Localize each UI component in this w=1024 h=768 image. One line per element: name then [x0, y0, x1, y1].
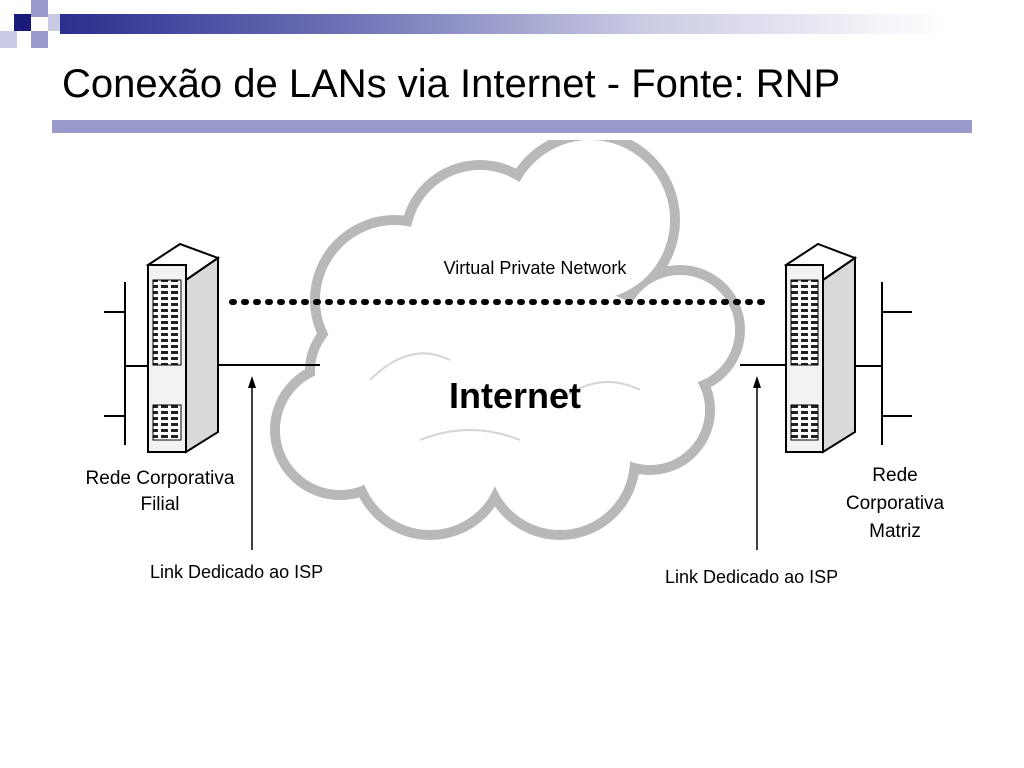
- vpn-label: Virtual Private Network: [443, 258, 627, 278]
- right-link-arrow: [753, 376, 761, 550]
- right-lan-bus: [855, 282, 912, 445]
- slide-title: Conexão de LANs via Internet - Fonte: RN…: [62, 62, 841, 106]
- right-site-label-line1: Rede: [872, 465, 918, 486]
- network-diagram: [104, 140, 912, 550]
- left-site-label-line1: Rede Corporativa: [85, 468, 235, 489]
- left-link-arrow: [248, 376, 256, 550]
- internet-cloud: [270, 140, 745, 540]
- left-site-label-line2: Filial: [140, 494, 180, 515]
- right-site-label: Rede Corporativa Matriz: [830, 462, 960, 546]
- left-server-icon: [145, 242, 221, 454]
- left-link-label: Link Dedicado ao ISP: [150, 562, 324, 582]
- title-underline: [52, 120, 972, 133]
- decorative-corner-squares: [0, 0, 65, 48]
- header-gradient-band: [60, 14, 1024, 34]
- right-server-icon: [783, 242, 858, 454]
- left-site-label: Rede Corporativa Filial: [70, 466, 250, 518]
- internet-label: Internet: [448, 375, 581, 416]
- right-site-label-line3: Matriz: [869, 521, 921, 542]
- right-site-label-line2: Corporativa: [845, 493, 945, 514]
- right-link-label: Link Dedicado ao ISP: [665, 567, 839, 587]
- left-lan-bus: [104, 282, 150, 445]
